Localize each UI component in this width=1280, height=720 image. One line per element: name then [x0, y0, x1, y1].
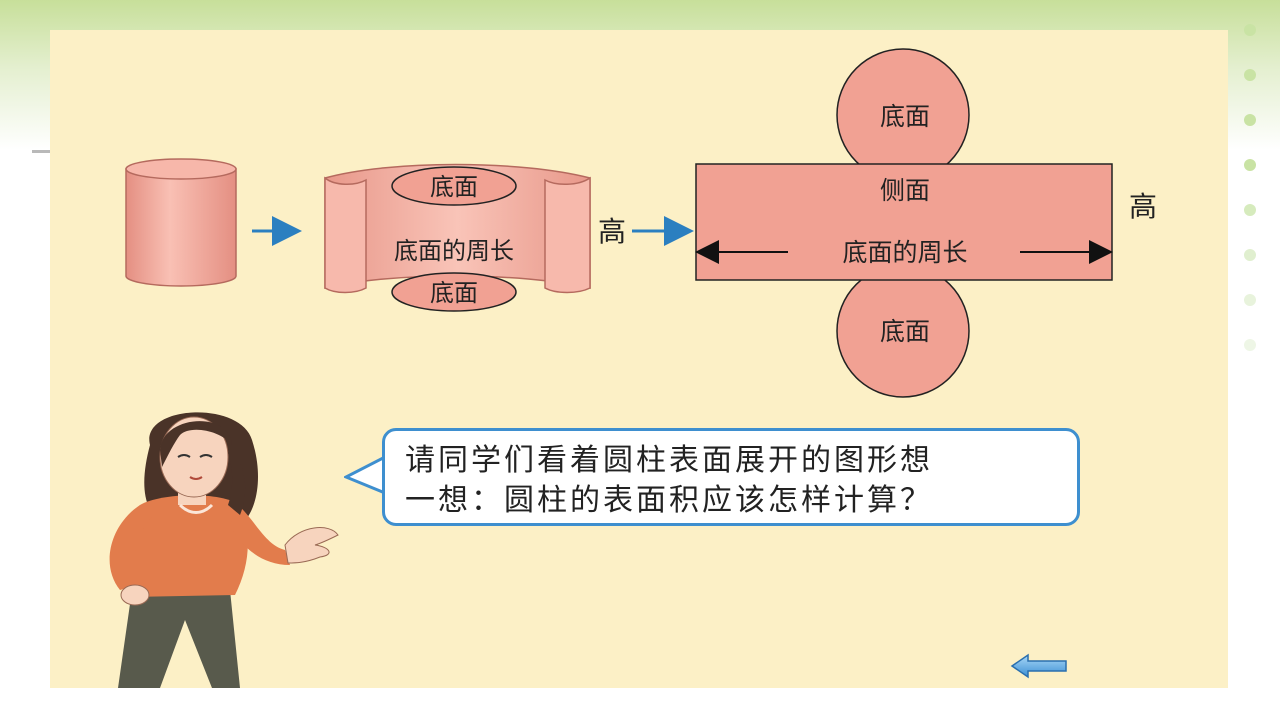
label-circumference-1: 底面的周长	[394, 237, 514, 265]
bottom-face-ellipse-top	[391, 166, 517, 206]
label-bottom-face-2: 底面	[430, 279, 478, 307]
label-height-1: 高	[598, 215, 626, 248]
unrolled-cylinder-shape	[324, 163, 591, 312]
speech-line-2: 一想：圆柱的表面积应该怎样计算？	[405, 483, 933, 518]
speech-line-1: 请同学们看着圆柱表面展开的图形想	[405, 443, 933, 478]
cylinder-unfolding-diagram: 底面 底面的周长 底面 高 底面 侧面 底面的周长 底面 高	[125, 48, 1157, 398]
cylinder-net	[695, 48, 1113, 398]
speech-text: 请同学们看着圆柱表面展开的图形想 一想：圆柱的表面积应该怎样计算？	[405, 441, 1065, 521]
label-bottom-face-4: 底面	[880, 317, 930, 346]
net-lateral-rectangle	[695, 163, 1113, 281]
slide: 底面 底面的周长 底面 高 底面 侧面 底面的周长 底面 高	[50, 30, 1228, 688]
label-bottom-face-3: 底面	[880, 102, 930, 131]
background-decoration	[1244, 24, 1256, 351]
cylinder-shape	[125, 158, 237, 287]
label-bottom-face-1: 底面	[430, 173, 478, 201]
left-arrow-icon[interactable]	[1010, 653, 1070, 679]
label-lateral-face: 侧面	[880, 176, 930, 205]
bottom-face-ellipse-bottom	[391, 272, 517, 312]
label-circumference-2: 底面的周长	[842, 238, 967, 267]
teacher-illustration	[109, 412, 339, 688]
speech-bubble: 请同学们看着圆柱表面展开的图形想 一想：圆柱的表面积应该怎样计算？	[382, 428, 1080, 526]
background-divider	[32, 150, 52, 153]
label-height-2: 高	[1129, 190, 1157, 223]
